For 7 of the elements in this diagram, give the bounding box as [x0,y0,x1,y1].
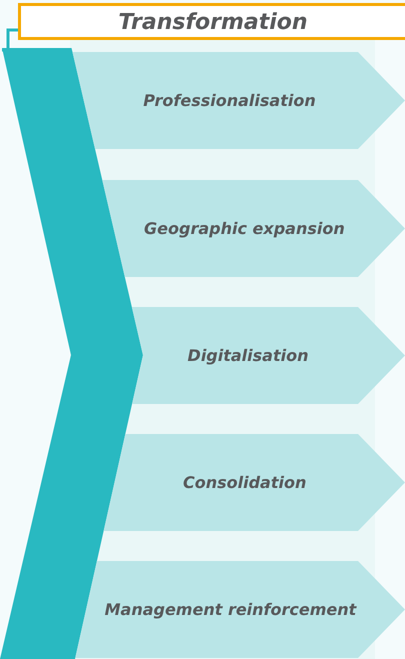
title-box [18,3,405,40]
step-label: Geographic expansion [144,218,345,240]
step-label: Management reinforcement [104,599,356,621]
step-label: Consolidation [182,472,306,494]
title-text: Transformation [117,9,309,37]
step-label: Digitalisation [188,345,308,367]
step-label: Professionalisation [143,90,316,112]
